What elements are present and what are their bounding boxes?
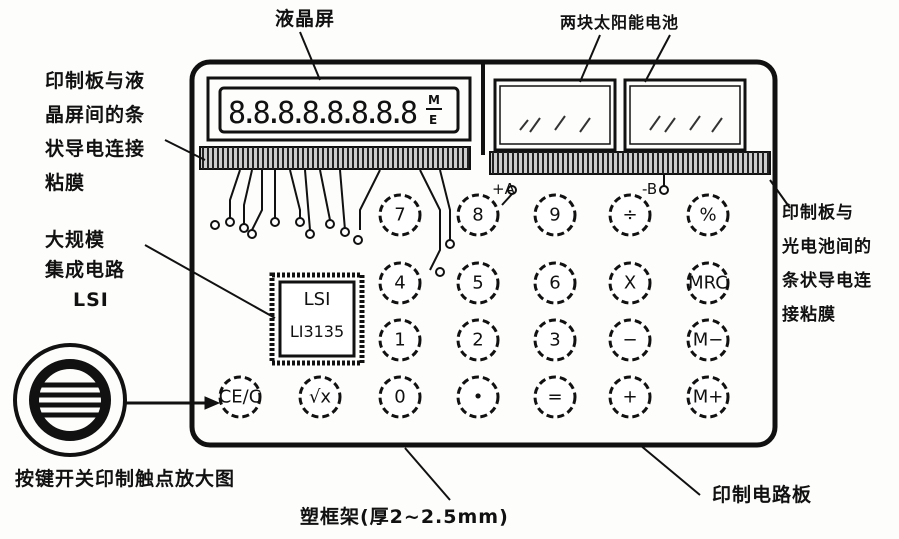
label-frame: 塑框架(厚2~2.5mm) xyxy=(300,506,509,528)
key-label: √x xyxy=(309,387,331,408)
trace-pads xyxy=(210,217,455,277)
key-−[interactable]: − xyxy=(608,318,652,362)
conductive-strips xyxy=(199,146,771,175)
key-M−[interactable]: M− xyxy=(686,318,730,362)
key-label: % xyxy=(699,205,716,226)
key-÷[interactable]: ÷ xyxy=(608,193,652,237)
lcd-screen xyxy=(218,86,460,134)
key-label: M− xyxy=(693,330,724,351)
chip-model: LI3135 xyxy=(290,322,344,341)
terminal-a: +A xyxy=(492,180,517,206)
terminal-b: -B xyxy=(642,175,669,198)
key-label: 0 xyxy=(394,387,405,408)
lcd-outer xyxy=(206,76,472,142)
key-CE/C[interactable]: CE/C xyxy=(218,375,262,419)
label-lsi: 大规模 集成电路 LSI xyxy=(45,229,126,311)
key-9[interactable]: 9 xyxy=(533,193,577,237)
key-label: = xyxy=(547,387,562,408)
leader-lines xyxy=(144,31,791,501)
key-3[interactable]: 3 xyxy=(533,318,577,362)
key-5[interactable]: 5 xyxy=(456,261,500,305)
key-label: ÷ xyxy=(622,205,637,226)
key-label: • xyxy=(473,387,484,408)
key-label: MRC xyxy=(688,273,728,294)
key-=[interactable]: = xyxy=(533,375,577,419)
label-contact: 按键开关印制触点放大图 xyxy=(15,468,236,490)
key-√x[interactable]: √x xyxy=(298,375,342,419)
solar-cell-left xyxy=(493,78,617,152)
key-0[interactable]: 0 xyxy=(378,375,422,419)
key-label: 9 xyxy=(549,205,560,226)
key-M+[interactable]: M+ xyxy=(686,375,730,419)
key-4[interactable]: 4 xyxy=(378,261,422,305)
key-MRC[interactable]: MRC xyxy=(686,261,730,305)
svg-text:-B: -B xyxy=(642,180,657,198)
key-1[interactable]: 1 xyxy=(378,318,422,362)
contact-magnified xyxy=(13,343,221,457)
label-pcb: 印制电路板 xyxy=(712,484,813,506)
key-label: 7 xyxy=(394,205,405,226)
label-solar-cells: 两块太阳能电池 xyxy=(560,13,680,32)
key-8[interactable]: 8 xyxy=(456,193,500,237)
strip-body xyxy=(199,146,471,170)
key-label: 3 xyxy=(549,330,560,351)
key-2[interactable]: 2 xyxy=(456,318,500,362)
key-label: CE/C xyxy=(219,387,262,408)
key-label: 4 xyxy=(394,273,405,294)
chip-label: LSI xyxy=(304,289,331,310)
key-X[interactable]: X xyxy=(608,261,652,305)
lcd-indicator-e: E xyxy=(429,113,437,127)
key-•[interactable]: • xyxy=(456,375,500,419)
solar-cell-right xyxy=(623,78,747,152)
key-label: 5 xyxy=(472,273,483,294)
strip-body xyxy=(489,151,771,175)
label-solar-strip: 印制板与 光电池间的 条状导电连 接粘膜 xyxy=(782,203,872,325)
key-%[interactable]: % xyxy=(686,193,730,237)
key-label: 1 xyxy=(394,330,405,351)
key-label: M+ xyxy=(693,387,724,408)
key-+[interactable]: + xyxy=(608,375,652,419)
key-label: 2 xyxy=(472,330,483,351)
key-label: 8 xyxy=(472,205,483,226)
key-label: X xyxy=(624,273,636,294)
keypad: 7 8 9 ÷% 4 5 6 X MRC 1 2 3 − M− CE/C √x 0 • = + M+ xyxy=(218,193,730,419)
lcd-digits: 8.8.8.8.8.8.8.8 xyxy=(228,96,418,131)
svg-text:+A: +A xyxy=(492,180,516,198)
key-label: − xyxy=(622,330,637,351)
pcb-traces xyxy=(229,169,451,271)
lcd-indicator-m: M xyxy=(428,93,440,107)
key-label: + xyxy=(622,387,637,408)
key-label: 6 xyxy=(549,273,560,294)
lsi-chip: LSI LI3135 xyxy=(269,272,365,366)
label-lcd-strip: 印制板与液 晶屏间的条 状导电连接 粘膜 xyxy=(45,70,146,194)
key-6[interactable]: 6 xyxy=(533,261,577,305)
label-lcd: 液晶屏 xyxy=(275,8,336,30)
key-7[interactable]: 7 xyxy=(378,193,422,237)
